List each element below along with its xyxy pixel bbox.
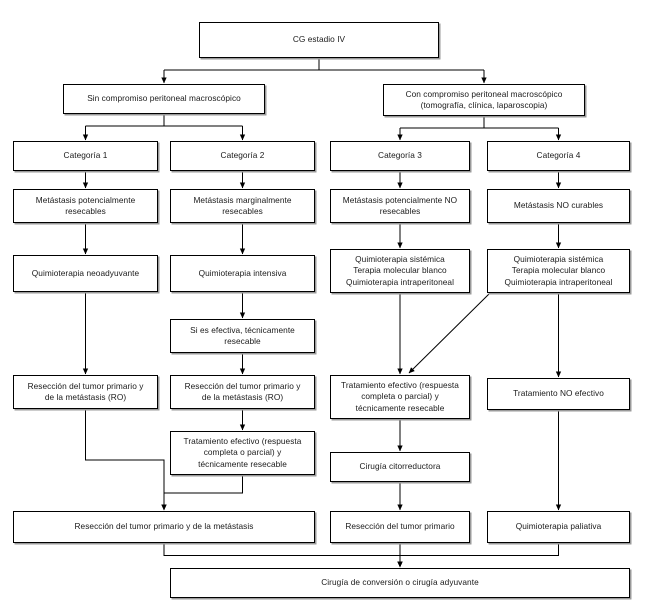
flow-edge <box>397 543 559 568</box>
flow-node-sin: Sin compromiso peritoneal macroscópico <box>63 84 265 114</box>
flow-node-label: Metástasis NO curables <box>513 200 604 211</box>
flow-node-final: Cirugía de conversión o cirugía adyuvant… <box>170 568 630 598</box>
flow-node-label: Quimioterapia neoadyuvante <box>31 267 140 278</box>
flow-node-m4: Metástasis NO curables <box>487 189 630 223</box>
flow-edge <box>85 409 167 511</box>
flow-edge <box>163 543 403 568</box>
flow-edge <box>408 293 490 374</box>
flow-node-tno4: Tratamiento NO efectivo <box>487 378 630 410</box>
flow-node-cito3: Cirugía citorreductora <box>330 452 470 482</box>
flow-node-con: Con compromiso peritoneal macroscópico(t… <box>383 84 585 116</box>
flow-node-q1: Quimioterapia neoadyuvante <box>13 255 158 292</box>
flow-node-label: Categoría 4 <box>536 150 581 161</box>
flow-node-label: Quimioterapia paliativa <box>515 521 602 532</box>
flow-node-label: Tratamiento NO efectivo <box>513 388 604 399</box>
flow-node-label: Categoría 2 <box>220 150 265 161</box>
flow-node-label: Cirugía citorreductora <box>359 461 441 472</box>
flow-node-root: CG estadio IV <box>199 22 439 58</box>
flow-node-label: Sin compromiso peritoneal macroscópico <box>87 93 241 104</box>
flow-node-label: CG estadio IV <box>292 34 346 45</box>
flow-node-label: Categoría 1 <box>63 150 108 161</box>
flow-node-cat3: Categoría 3 <box>330 141 470 171</box>
flow-node-cat1: Categoría 1 <box>13 141 158 171</box>
flow-node-label: Cirugía de conversión o cirugía adyuvant… <box>321 577 479 588</box>
flow-node-cat4: Categoría 4 <box>487 141 630 171</box>
flow-node-label: Resección del tumor primario <box>345 521 455 532</box>
flow-node-label: Con compromiso peritoneal macroscópico(t… <box>405 88 563 111</box>
flow-node-q2: Quimioterapia intensiva <box>170 255 315 292</box>
flow-edge <box>161 475 243 511</box>
flow-node-label: Quimioterapia intensiva <box>198 267 287 278</box>
flow-node-cat2: Categoría 2 <box>170 141 315 171</box>
flow-node-label: Resección del tumor primario y de la met… <box>74 521 254 532</box>
flow-node-label: Categoría 3 <box>378 150 422 161</box>
flow-node-res12: Resección del tumor primario y de la met… <box>13 511 315 543</box>
flow-node-pal4: Quimioterapia paliativa <box>487 511 630 543</box>
flow-node-res3: Resección del tumor primario <box>330 511 470 543</box>
